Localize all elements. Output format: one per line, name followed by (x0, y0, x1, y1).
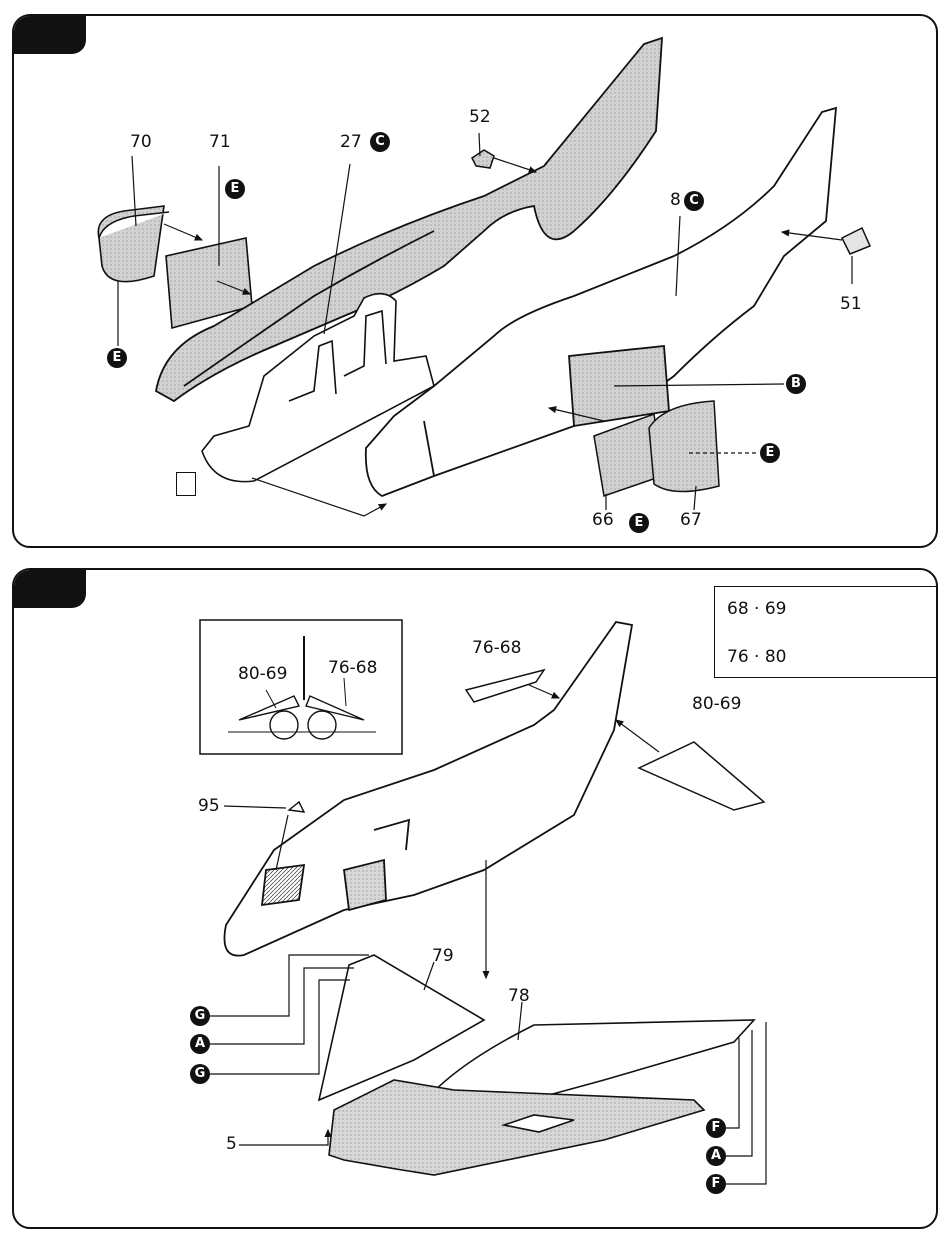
marker-f-2: F (706, 1174, 726, 1194)
marker-a-2: A (706, 1146, 726, 1166)
reference-square (176, 472, 196, 496)
part-label-8: 8 (670, 192, 681, 209)
arrow-tub (252, 478, 386, 516)
lower-fuselage-part-5 (329, 1080, 704, 1175)
arrow-stab-right (616, 720, 659, 752)
marker-f-1: F (706, 1118, 726, 1138)
part-label-79: 79 (432, 948, 454, 965)
part-label-67: 67 (680, 512, 702, 529)
part-label-52: 52 (469, 109, 491, 126)
arrow-70 (164, 224, 202, 240)
marker-b: B (786, 374, 806, 394)
stab-label-left: 76-68 (472, 640, 521, 657)
part-52-shape (472, 150, 494, 168)
part-label-95: 95 (198, 798, 220, 815)
part-label-27: 27 (340, 134, 362, 151)
leader-f2 (726, 1022, 766, 1184)
leader-5 (239, 1130, 328, 1145)
step-1-panel: 70 71 27 C E 52 8 C 51 E B E 66 E 67 (12, 14, 938, 548)
legend-row-2: 76 · 80 (727, 647, 786, 667)
part-70-shape (98, 206, 169, 282)
part-67-shape (649, 401, 719, 492)
part-label-5: 5 (226, 1136, 237, 1153)
part-label-78: 78 (508, 988, 530, 1005)
marker-c-8: C (684, 191, 704, 211)
part-95-shape (289, 802, 304, 812)
marker-e-right: E (760, 443, 780, 463)
part-label-70: 70 (130, 134, 152, 151)
leader-f1 (726, 1038, 739, 1128)
leader-79 (424, 962, 434, 990)
marker-e-bottom: E (629, 513, 649, 533)
marker-c-27: C (370, 132, 390, 152)
part-51-shape (842, 228, 870, 254)
part-label-51: 51 (840, 296, 862, 313)
part-label-66: 66 (592, 512, 614, 529)
arrow-stab-left (529, 685, 559, 698)
leader-95 (224, 806, 286, 808)
stabilizer-80-69 (639, 742, 764, 810)
marker-e-top: E (225, 179, 245, 199)
pair-legend: 68 · 69 76 · 80 (714, 586, 937, 678)
marker-g-2: G (190, 1064, 210, 1084)
step-1-drawing (14, 16, 936, 546)
inset-label-left: 80-69 (238, 666, 287, 683)
arrow-52 (494, 158, 536, 172)
marker-a-1: A (190, 1034, 210, 1054)
stab-label-right: 80-69 (692, 696, 741, 713)
step-2-panel: 68 · 69 76 · 80 80-69 76-68 76-68 80-69 … (12, 568, 938, 1229)
marker-e-left: E (107, 348, 127, 368)
part-label-71: 71 (209, 134, 231, 151)
legend-row-1: 68 · 69 (727, 599, 786, 619)
marker-g-1: G (190, 1006, 210, 1026)
inset-label-right: 76-68 (328, 660, 377, 677)
tail-inset (200, 620, 402, 754)
